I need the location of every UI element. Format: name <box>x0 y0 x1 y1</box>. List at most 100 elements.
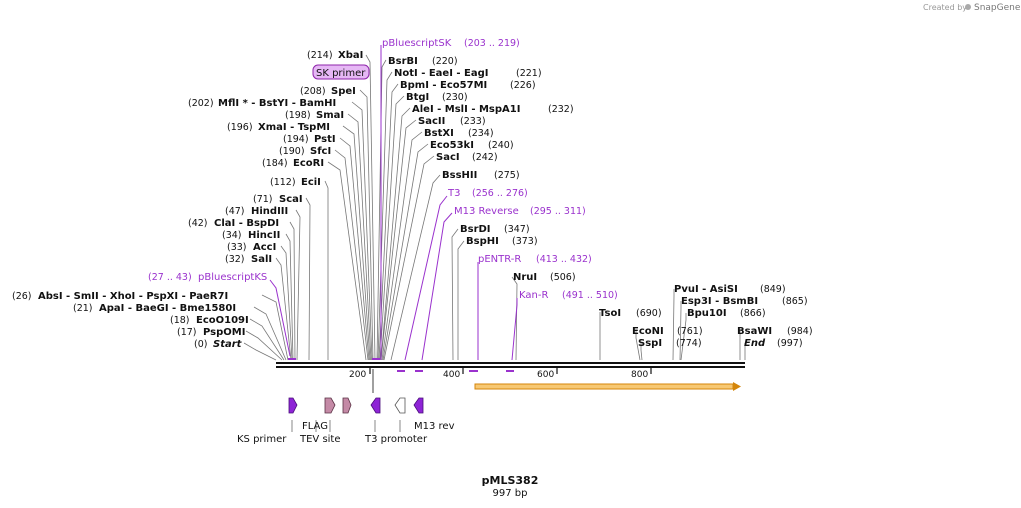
enzyme-position: (774) <box>676 338 702 349</box>
enzyme-bsrdi[interactable]: BsrDI (347) <box>460 224 530 235</box>
enzyme-bstxi[interactable]: BstXI (234) <box>424 128 494 139</box>
enzyme-acci[interactable]: (33) AccI <box>227 242 276 253</box>
sequence-end[interactable]: End (997) <box>744 338 803 349</box>
enzyme-bsrbi[interactable]: BsrBI (220) <box>388 56 458 67</box>
enzyme-bpu10i[interactable]: Bpu10I (866) <box>687 308 766 319</box>
enzyme-smai[interactable]: (198) SmaI <box>285 110 344 121</box>
enzyme-name: PstI <box>314 134 336 145</box>
primer-pbluescriptks[interactable]: (27 .. 43) pBluescriptKS <box>148 272 267 283</box>
enzyme-position: (184) <box>262 158 288 169</box>
enzyme-ecoo109i[interactable]: (18) EcoO109I <box>170 315 249 326</box>
enzyme-tsoi[interactable]: TsoI (690) <box>599 308 662 319</box>
feature-m13-rev-arrow[interactable] <box>413 397 424 414</box>
primer-t3[interactable]: T3 (256 .. 276) <box>447 188 528 199</box>
enzyme-alei-group[interactable]: AleI - MslI - MspA1I (232) <box>412 104 574 115</box>
axis-tick-label: 600 <box>537 370 554 380</box>
enzyme-name: XbaI <box>338 50 363 61</box>
enzyme-bsawi[interactable]: BsaWI (984) <box>737 326 813 337</box>
end-label: End <box>744 338 766 349</box>
enzyme-sfci[interactable]: (190) SfcI <box>279 146 331 157</box>
enzyme-hindiii[interactable]: (47) HindIII <box>225 206 288 217</box>
enzyme-pvui-asisi[interactable]: PvuI - AsiSI (849) <box>674 284 786 295</box>
start-position: (0) <box>194 339 207 350</box>
enzyme-position: (240) <box>488 140 514 151</box>
enzyme-mfli-bstyi-bamhi[interactable]: (202) MflI * - BstYI - BamHI <box>188 98 336 109</box>
enzyme-name: EcoO109I <box>196 315 249 326</box>
enzyme-position: (196) <box>227 122 253 133</box>
enzyme-position: (690) <box>636 308 662 319</box>
feature-ks-primer-arrow[interactable] <box>288 397 298 432</box>
enzyme-position: (220) <box>432 56 458 67</box>
enzyme-position: (865) <box>782 296 808 307</box>
enzyme-ecori[interactable]: (184) EcoRI <box>262 158 324 169</box>
enzyme-noti-group[interactable]: NotI - EaeI - EagI (221) <box>394 68 542 79</box>
enzyme-name: TsoI <box>599 308 621 319</box>
enzyme-xbai[interactable]: (214) XbaI <box>307 50 363 61</box>
enzyme-scai[interactable]: (71) ScaI <box>253 194 303 205</box>
enzyme-name: SalI <box>251 254 272 265</box>
enzyme-name: BsrDI <box>460 224 491 235</box>
enzyme-bsshii[interactable]: BssHII (275) <box>442 170 520 181</box>
enzyme-esp3i-bsmbi[interactable]: Esp3I - BsmBI (865) <box>681 296 808 307</box>
enzyme-name: BsrBI <box>388 56 418 67</box>
primer-m13-reverse[interactable]: M13 Reverse (295 .. 311) <box>454 206 586 217</box>
enzyme-saci[interactable]: SacI (242) <box>436 152 498 163</box>
primer-kan-r[interactable]: Kan-R (491 .. 510) <box>519 290 618 301</box>
enzyme-position: (230) <box>442 92 468 103</box>
enzyme-sspi[interactable]: SspI (774) <box>638 338 702 349</box>
enzyme-xmai-tspmi[interactable]: (196) XmaI - TspMI <box>227 122 330 133</box>
plasmid-name: pMLS382 <box>482 474 539 487</box>
watermark-brand: SnapGene <box>974 3 1021 13</box>
enzyme-name: SacII <box>418 116 445 127</box>
feature-flag-arrow[interactable] <box>315 397 336 432</box>
enzyme-eco53ki[interactable]: Eco53kI (240) <box>430 140 514 151</box>
primer-name: T3 <box>447 188 460 199</box>
enzyme-spei[interactable]: (208) SpeI <box>300 86 356 97</box>
enzyme-hincii[interactable]: (34) HincII <box>222 230 280 241</box>
enzyme-name: BpmI - Eco57MI <box>400 80 487 91</box>
enzyme-position: (194) <box>283 134 309 145</box>
enzyme-position: (347) <box>504 224 530 235</box>
enzyme-name: SfcI <box>310 146 331 157</box>
enzyme-pspomi[interactable]: (17) PspOMI <box>177 327 245 338</box>
enzyme-bsphi[interactable]: BspHI (373) <box>466 236 538 247</box>
enzyme-absi-group[interactable]: (26) AbsI - SmII - XhoI - PspXI - PaeR7I <box>12 291 228 302</box>
enzyme-ecii[interactable]: (112) EciI <box>270 177 321 188</box>
enzyme-name: SmaI <box>316 110 344 121</box>
orf-arrow[interactable] <box>474 382 741 391</box>
primer-range: (203 .. 219) <box>464 38 520 49</box>
enzyme-name: Bpu10I <box>687 308 727 319</box>
enzyme-name: Esp3I - BsmBI <box>681 296 758 307</box>
axis-tick-label: 200 <box>349 370 366 380</box>
enzyme-position: (866) <box>740 308 766 319</box>
sequence-start[interactable]: (0) Start <box>194 339 243 350</box>
enzyme-sacii[interactable]: SacII (233) <box>418 116 486 127</box>
enzyme-clai-bspdi[interactable]: (42) ClaI - BspDI <box>188 218 279 229</box>
enzyme-btgi[interactable]: BtgI (230) <box>406 92 468 103</box>
enzyme-position: (226) <box>510 80 536 91</box>
enzyme-name: HindIII <box>251 206 288 217</box>
sk-primer-highlight[interactable]: SK primer <box>312 64 370 80</box>
enzyme-name: AleI - MslI - MspA1I <box>412 104 520 115</box>
enzyme-bpmi-group[interactable]: BpmI - Eco57MI (226) <box>400 80 536 91</box>
enzyme-sali[interactable]: (32) SalI <box>225 254 272 265</box>
primer-pentr-r[interactable]: pENTR-R (413 .. 432) <box>478 254 592 265</box>
enzyme-econi[interactable]: EcoNI (761) <box>632 326 703 337</box>
enzyme-apai-group[interactable]: (21) ApaI - BaeGI - Bme1580I <box>73 303 236 314</box>
primer-pbluescriptsk[interactable]: pBluescriptSK (203 .. 219) <box>382 38 520 49</box>
enzyme-name: ScaI <box>279 194 303 205</box>
enzyme-position: (849) <box>760 284 786 295</box>
primer-name: M13 Reverse <box>454 206 519 217</box>
feature-outline-arrow[interactable] <box>394 397 406 432</box>
enzyme-psti[interactable]: (194) PstI <box>283 134 336 145</box>
enzyme-name: NruI <box>513 272 537 283</box>
enzyme-position: (26) <box>12 291 32 302</box>
feature-tev-site-arrow[interactable] <box>329 397 352 432</box>
enzyme-nrui[interactable]: NruI (506) <box>513 272 576 283</box>
enzyme-name: AbsI - SmII - XhoI - PspXI - PaeR7I <box>38 291 228 302</box>
enzyme-name: PspOMI <box>203 327 245 338</box>
plasmid-length: 997 bp <box>493 488 528 499</box>
primer-range: (27 .. 43) <box>148 272 192 283</box>
feature-t3-promoter-arrow[interactable] <box>370 369 381 432</box>
